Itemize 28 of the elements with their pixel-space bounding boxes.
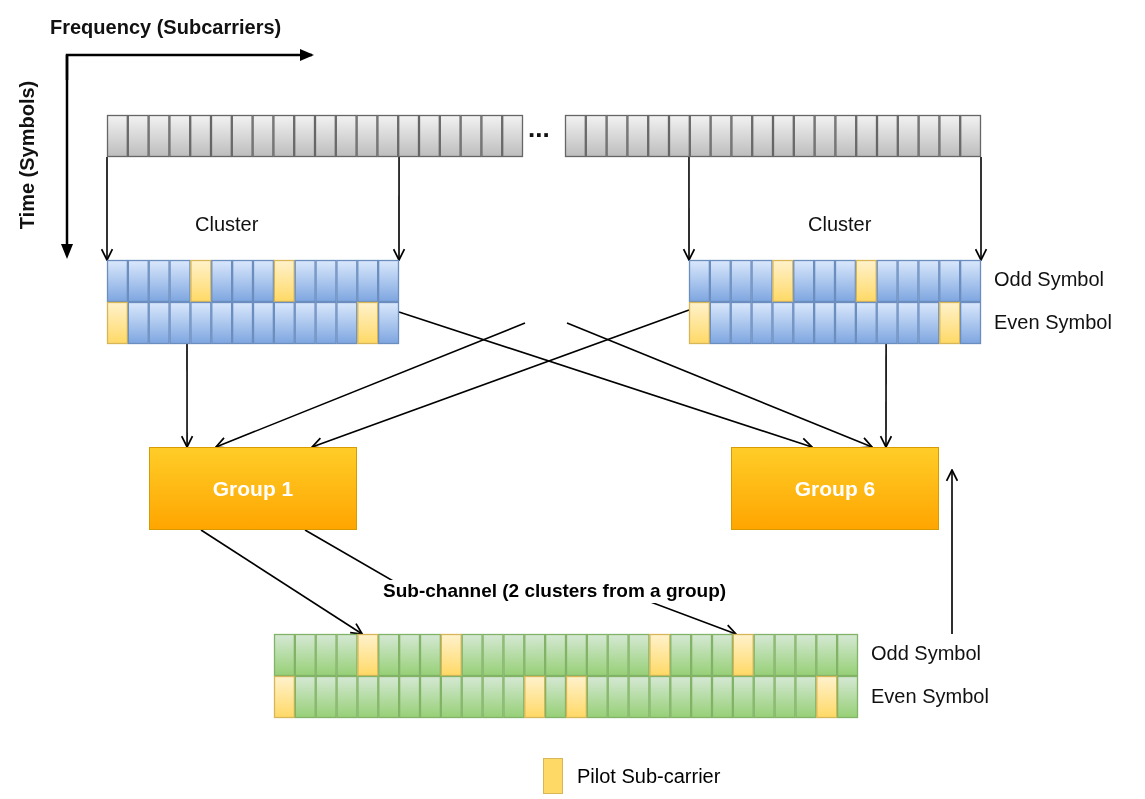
group-box: Group 6: [731, 447, 939, 530]
row-label: Even Symbol: [994, 310, 1112, 334]
arrow: [879, 343, 893, 448]
legend-label: Pilot Sub-carrier: [577, 764, 721, 788]
group-box: Group 1: [149, 447, 357, 530]
arrow: [566, 322, 873, 449]
arrow: [945, 469, 959, 635]
arrow: [100, 156, 114, 261]
ellipsis: ...: [528, 113, 550, 145]
axis-label: Time (Symbols): [14, 80, 39, 230]
row-label: Odd Symbol: [994, 267, 1105, 291]
row-label: Even Symbol: [871, 684, 989, 708]
edge-label: Sub-channel (2 clusters from a group): [381, 580, 729, 603]
subcarrier-strip: [274, 634, 858, 718]
arrow: [180, 343, 194, 448]
subcarrier-strip: [107, 260, 399, 344]
row-label: Odd Symbol: [871, 641, 982, 665]
arrow: [974, 156, 988, 261]
arrow: [392, 156, 406, 261]
subcarrier-strip: [565, 115, 981, 157]
subcarrier-strip: [107, 115, 523, 157]
subcarrier-strip: [689, 260, 981, 344]
axis-label: Frequency (Subcarriers): [50, 15, 282, 39]
cluster-label: Cluster: [808, 212, 872, 236]
arrow: [215, 322, 526, 449]
arrow: [200, 529, 364, 635]
arrow: [682, 156, 696, 261]
cluster-label: Cluster: [195, 212, 259, 236]
